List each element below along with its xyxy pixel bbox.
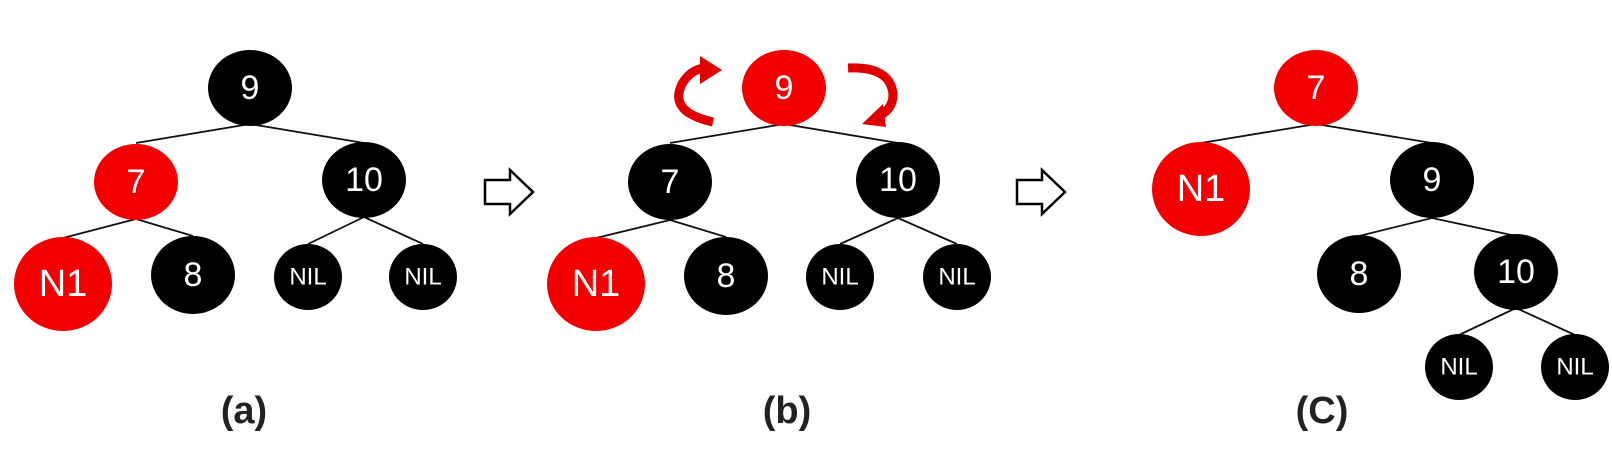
edge-b10-bNIL1 bbox=[839, 217, 899, 245]
node-aNIL2-label: NIL bbox=[404, 264, 441, 291]
node-cNIL1-circle bbox=[1425, 334, 1493, 400]
node-b7-label: 7 bbox=[661, 163, 680, 201]
tree-node: 9 bbox=[1390, 142, 1474, 218]
node-c8-circle bbox=[1317, 235, 1401, 313]
node-cNIL1-label: NIL bbox=[1440, 354, 1477, 381]
panel-c: 7 N1 9 8 10 NIL NIL (C) bbox=[1152, 50, 1609, 432]
tree-node: NIL bbox=[1541, 334, 1609, 400]
tree-node: 9 bbox=[208, 50, 292, 126]
node-a9-label: 9 bbox=[241, 69, 260, 107]
tree-node: N1 bbox=[1152, 142, 1250, 236]
edge-a9-a10 bbox=[249, 123, 365, 144]
edge-b7-bN1 bbox=[595, 219, 671, 239]
node-aNIL1-label: NIL bbox=[289, 264, 326, 291]
tree-node: NIL bbox=[389, 244, 457, 310]
panel-a: 9 7 10 N1 8 NIL NIL (a) bbox=[14, 50, 457, 432]
edge-a10-aNIL1 bbox=[307, 216, 365, 245]
node-c10-circle bbox=[1474, 234, 1558, 310]
node-bNIL2-circle bbox=[923, 244, 991, 310]
node-a9-circle bbox=[208, 50, 292, 126]
panel-b-caption: (b) bbox=[763, 390, 812, 432]
tree-node: NIL bbox=[806, 244, 874, 310]
edge-a7-a8 bbox=[135, 218, 194, 237]
node-c9-circle bbox=[1390, 142, 1474, 218]
node-bN1-label: N1 bbox=[572, 263, 621, 305]
node-b9-label: 9 bbox=[775, 69, 794, 107]
tree-node: NIL bbox=[923, 244, 991, 310]
node-cNIL2-circle bbox=[1541, 334, 1609, 400]
edge-c7-c9 bbox=[1315, 123, 1433, 144]
node-b9-circle bbox=[742, 50, 826, 126]
node-bNIL2-label: NIL bbox=[938, 264, 975, 291]
node-b10-label: 10 bbox=[879, 161, 917, 199]
node-cN1-circle bbox=[1152, 142, 1250, 236]
tree-node: N1 bbox=[547, 237, 645, 331]
tree-node: 8 bbox=[684, 237, 768, 315]
node-cN1-label: N1 bbox=[1177, 168, 1226, 210]
edge-b9-b10 bbox=[783, 123, 899, 144]
edge-a10-aNIL2 bbox=[363, 216, 424, 245]
edge-c9-c8 bbox=[1358, 217, 1433, 237]
node-a7-circle bbox=[94, 144, 178, 220]
panel-c-caption: (C) bbox=[1296, 390, 1349, 432]
panel-a-caption: (a) bbox=[221, 390, 267, 432]
tree-node: NIL bbox=[274, 244, 342, 310]
node-aN1-circle bbox=[14, 237, 112, 331]
tree-node: 7 bbox=[628, 144, 712, 220]
edge-b9-b7 bbox=[669, 123, 785, 144]
node-aNIL2-circle bbox=[389, 244, 457, 310]
node-a10-label: 10 bbox=[345, 161, 383, 199]
edge-c10-cNIL2 bbox=[1515, 307, 1576, 336]
node-a8-label: 8 bbox=[184, 256, 203, 294]
panel-b-edges bbox=[595, 123, 958, 245]
node-b10-circle bbox=[856, 142, 940, 218]
edge-a7-aN1 bbox=[62, 218, 137, 239]
panel-b: 9 7 10 N1 8 NIL NIL (b) bbox=[547, 50, 991, 432]
edge-c7-cN1 bbox=[1200, 123, 1317, 144]
node-a10-circle bbox=[322, 142, 406, 218]
node-c7-circle bbox=[1274, 50, 1358, 126]
node-bN1-circle bbox=[547, 237, 645, 331]
node-b7-circle bbox=[628, 144, 712, 220]
tree-node: 9 bbox=[742, 50, 826, 126]
edge-c9-c10 bbox=[1431, 217, 1517, 237]
tree-node: 8 bbox=[1317, 235, 1401, 313]
edge-c10-cNIL1 bbox=[1458, 307, 1517, 336]
node-aNIL1-circle bbox=[274, 244, 342, 310]
node-c10-label: 10 bbox=[1497, 253, 1535, 291]
right-arrow-icon bbox=[483, 167, 535, 217]
node-a7-label: 7 bbox=[127, 163, 146, 201]
edge-b7-b8 bbox=[669, 219, 727, 238]
tree-node: N1 bbox=[14, 237, 112, 331]
node-bNIL1-label: NIL bbox=[821, 264, 858, 291]
node-b8-circle bbox=[684, 237, 768, 315]
edge-b10-bNIL2 bbox=[897, 217, 958, 245]
tree-node: 10 bbox=[856, 142, 940, 218]
panel-a-edges bbox=[62, 123, 424, 245]
tree-node: 7 bbox=[1274, 50, 1358, 126]
node-c7-label: 7 bbox=[1307, 69, 1326, 107]
tree-node: NIL bbox=[1425, 334, 1493, 400]
node-c8-label: 8 bbox=[1350, 255, 1369, 293]
edge-a9-a7 bbox=[135, 123, 251, 144]
node-a8-circle bbox=[151, 236, 235, 314]
node-cNIL2-label: NIL bbox=[1556, 354, 1593, 381]
node-aN1-label: N1 bbox=[39, 263, 88, 305]
node-c9-label: 9 bbox=[1423, 161, 1442, 199]
tree-node: 7 bbox=[94, 144, 178, 220]
rotate-right-icon bbox=[847, 63, 898, 127]
node-bNIL1-circle bbox=[806, 244, 874, 310]
rotate-left-icon bbox=[674, 56, 722, 127]
tree-node: 10 bbox=[322, 142, 406, 218]
node-b8-label: 8 bbox=[717, 257, 736, 295]
panel-c-edges bbox=[1200, 123, 1576, 336]
tree-node: 8 bbox=[151, 236, 235, 314]
right-arrow-icon bbox=[1015, 167, 1067, 217]
tree-node: 10 bbox=[1474, 234, 1558, 310]
